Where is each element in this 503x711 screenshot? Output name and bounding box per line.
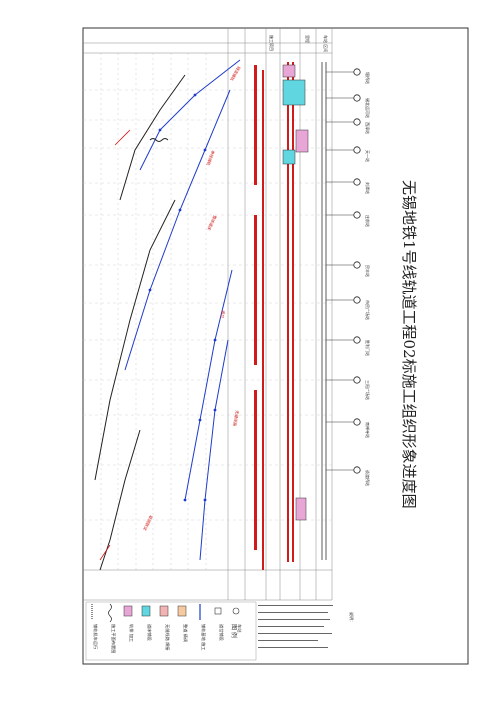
track-line bbox=[321, 62, 327, 560]
station-label: 南禅寺站 bbox=[365, 422, 371, 438]
legend-item-label: 无缝线路 焊接 bbox=[164, 624, 171, 651]
station-circle-icon bbox=[353, 336, 361, 344]
pink-hatch-icon bbox=[123, 605, 133, 617]
station-label: 庄前站 bbox=[365, 215, 371, 227]
legend-item-label: 轨排 加工 bbox=[128, 624, 135, 642]
station-circle-icon bbox=[353, 68, 361, 76]
station-circle-icon bbox=[353, 261, 361, 269]
station-circle-icon bbox=[353, 94, 361, 102]
legend-item-label: 整道 精调 bbox=[182, 624, 189, 642]
right-header-label: 车站 区间 bbox=[323, 35, 329, 52]
legend-item-label: 铺轨机车运行 bbox=[92, 624, 99, 649]
legend-item-label: 道岔铺设 bbox=[218, 624, 225, 642]
station-circle-icon bbox=[353, 466, 361, 474]
notes-heading: 说明： bbox=[349, 612, 355, 624]
station-label: 天一站 bbox=[365, 150, 371, 162]
black-track-lines bbox=[94, 74, 186, 571]
station-label: 三阳广场站 bbox=[365, 380, 371, 400]
legend-item-label: 施工平面布置图 bbox=[110, 624, 117, 653]
legend bbox=[85, 601, 257, 661]
station-label: 刘潭站 bbox=[365, 182, 371, 194]
station-label: 胜利门站 bbox=[365, 340, 371, 356]
station-label: 堰桥站 bbox=[365, 72, 371, 84]
legend-heading: 图 例 bbox=[230, 624, 238, 638]
annotation-1: 单线铺轨 bbox=[206, 150, 217, 167]
annotation-3: 道岔 bbox=[220, 310, 227, 319]
legend-item-label: 道床铺设 bbox=[146, 624, 153, 642]
annotation-2: 整体道床 bbox=[206, 215, 218, 232]
station-label: 西漳站 bbox=[365, 122, 371, 134]
hatched-blocks bbox=[282, 64, 309, 521]
mileage-header-label: 里程 bbox=[305, 35, 311, 43]
station-circle-icon bbox=[353, 178, 361, 186]
station-label: 锡北运河站 bbox=[365, 98, 371, 118]
wavy-line-icon bbox=[108, 603, 112, 623]
left-header-label: 施工项目 bbox=[269, 35, 275, 51]
orange-hatch-icon bbox=[177, 605, 187, 617]
annotation-0: 隧道铺轨 bbox=[229, 66, 242, 83]
legend-item-label: 铺轨基地 施工 bbox=[200, 624, 207, 650]
station-label: 民丰站 bbox=[365, 265, 371, 277]
legend-items: 铺轨机车运行 施工平面布置图 轨排 加工 道床铺设 无缝线路 焊接 整道 精调 铺轨基地 施… bbox=[91, 603, 243, 653]
annotation-4: 无缝线路 bbox=[232, 410, 241, 427]
sheet-title: 无锡地铁1号线轨道工程02标施工组织形象进度图 bbox=[400, 180, 418, 509]
square-icon bbox=[214, 607, 222, 615]
station-markers: 堰桥站锡北运河站西漳站天一站刘潭站庄前站民丰站市民广场站胜利门站三阳广场站南禅寺… bbox=[326, 68, 371, 486]
red-progress-bars bbox=[254, 62, 294, 570]
station-circle-icon bbox=[353, 376, 361, 384]
station-label: 市民广场站 bbox=[365, 300, 371, 320]
time-gridlines bbox=[100, 53, 207, 570]
notes-block bbox=[258, 605, 333, 648]
legend-item-label: 车站 bbox=[236, 624, 243, 632]
annotation-5: 联调联试 bbox=[142, 515, 154, 532]
station-label: 谈渡桥站 bbox=[365, 470, 371, 486]
station-circle-icon bbox=[353, 146, 361, 154]
station-circle-icon bbox=[353, 211, 361, 219]
red-hatch-icon bbox=[159, 605, 169, 617]
outer-frame bbox=[82, 27, 469, 665]
station-circle-icon bbox=[353, 118, 361, 126]
circle-icon bbox=[232, 607, 240, 615]
station-circle-icon bbox=[353, 418, 361, 426]
header-bands bbox=[83, 28, 333, 601]
blue-markers bbox=[148, 93, 217, 502]
station-circle-icon bbox=[353, 296, 361, 304]
red-annotation-lines bbox=[99, 129, 131, 561]
cyan-hatch-icon bbox=[141, 605, 151, 617]
